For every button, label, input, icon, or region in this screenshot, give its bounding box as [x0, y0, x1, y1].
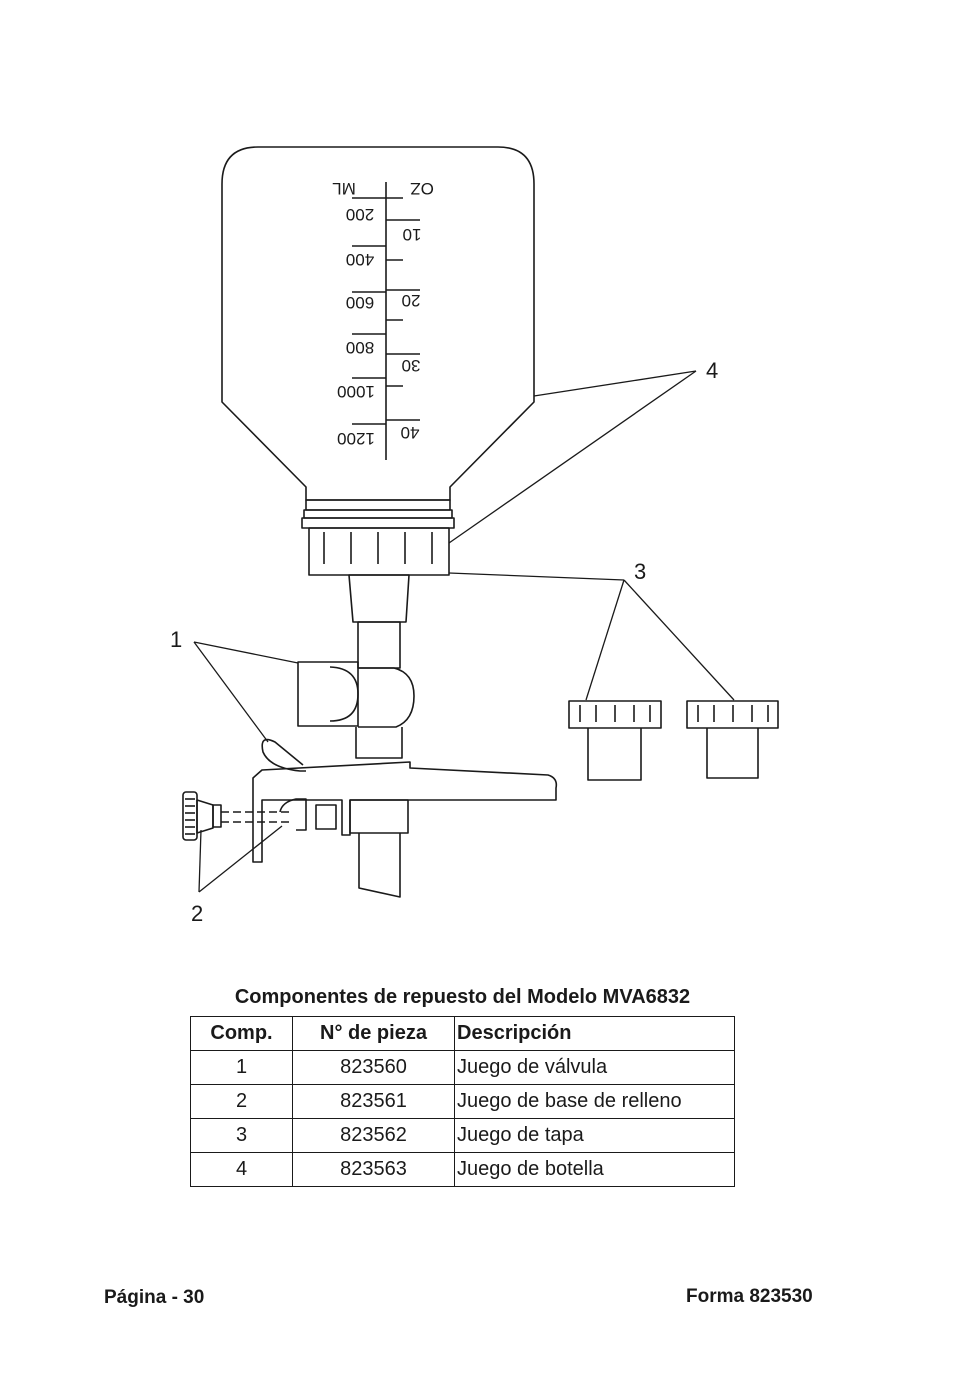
cell-comp: 4	[190, 1152, 293, 1187]
cell-description: Juego de tapa	[454, 1118, 735, 1153]
scale-oz-mark: 20	[402, 291, 421, 310]
valve-clip	[261, 738, 306, 772]
table-row: 2 823561 Juego de base de relleno	[190, 1084, 735, 1119]
cell-comp: 1	[190, 1050, 293, 1085]
bottle-body	[221, 146, 535, 501]
mounting-bracket	[252, 761, 558, 863]
spare-cap-right	[686, 700, 779, 779]
cell-description: Juego de base de relleno	[454, 1084, 735, 1119]
cell-description: Juego de botella	[454, 1152, 735, 1187]
cell-part-number: 823562	[292, 1118, 455, 1153]
page-number: Página - 30	[104, 1287, 205, 1308]
valve-stem	[357, 621, 401, 669]
volume-scale	[352, 182, 420, 460]
scale-label-oz: OZ	[410, 179, 434, 198]
scale-ml-mark: 200	[346, 205, 374, 224]
table-row: 3 823562 Juego de tapa	[190, 1118, 735, 1153]
bottle-cap	[308, 527, 450, 576]
cell-comp: 2	[190, 1084, 293, 1119]
scale-ml-mark: 800	[346, 338, 374, 357]
callout-4: 4	[706, 358, 718, 383]
fill-tube	[349, 799, 409, 898]
valve-body	[297, 661, 415, 759]
cell-comp: 3	[190, 1118, 293, 1153]
cell-part-number: 823563	[292, 1152, 455, 1187]
callout-2: 2	[191, 901, 203, 926]
table-title: Componentes de repuesto del Modelo MVA68…	[234, 986, 691, 1008]
scale-oz-mark: 30	[402, 356, 421, 375]
spout	[348, 574, 410, 623]
table-row: 1 823560 Juego de válvula	[190, 1050, 735, 1085]
scale-oz-mark: 40	[401, 423, 420, 442]
leader-lines	[193, 370, 735, 893]
table-header-row: Comp. N° de pieza Descripción	[190, 1016, 735, 1051]
header-comp: Comp.	[190, 1016, 293, 1051]
bottle-neck-rings	[301, 499, 455, 529]
parts-table: Comp. N° de pieza Descripción 1 823560 J…	[190, 1016, 735, 1187]
thumb-screw	[182, 791, 337, 841]
scale-ml-mark: 1000	[337, 382, 375, 401]
scale-ml-mark: 400	[346, 250, 374, 269]
header-description: Descripción	[454, 1016, 735, 1051]
spare-cap-left	[568, 700, 662, 781]
form-number: Forma 823530	[686, 1286, 813, 1307]
cell-part-number: 823561	[292, 1084, 455, 1119]
parts-diagram: ML OZ 200 400 600 800 1000 1200 10 20 30…	[170, 146, 779, 926]
scale-label-ml: ML	[332, 179, 356, 198]
cell-description: Juego de válvula	[454, 1050, 735, 1085]
scale-ml-mark: 600	[346, 293, 374, 312]
cell-part-number: 823560	[292, 1050, 455, 1085]
table-row: 4 823563 Juego de botella	[190, 1152, 735, 1187]
header-part-number: N° de pieza	[292, 1016, 455, 1051]
callout-1: 1	[170, 627, 182, 652]
scale-ml-mark: 1200	[337, 429, 375, 448]
scale-oz-mark: 10	[403, 225, 422, 244]
callout-3: 3	[634, 559, 646, 584]
